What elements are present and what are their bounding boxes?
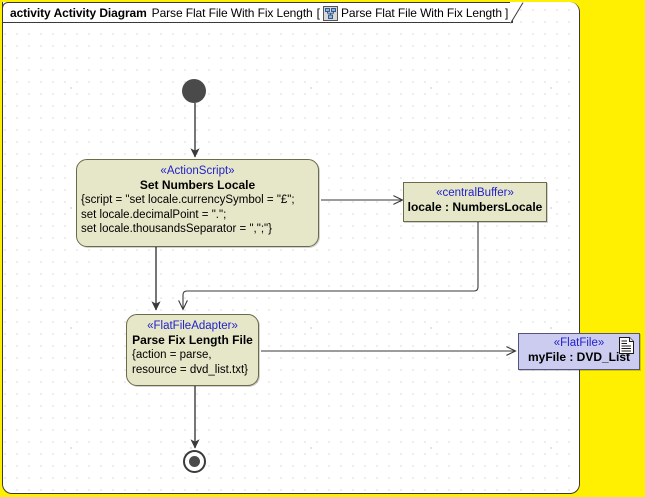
- diagram-kind: Activity Diagram: [53, 5, 147, 20]
- edges-layer: [151, 103, 479, 449]
- activity-final-node-dot: [189, 456, 200, 467]
- node-body-line-2: set locale.decimalPoint = ".";: [81, 208, 227, 221]
- action-node-set-numbers-locale[interactable]: «ActionScript» Set Numbers Locale {scrip…: [76, 159, 319, 247]
- bracket-open: [: [316, 5, 320, 20]
- node-body-line-3: set locale.thousandsSeparator = ",";"}: [81, 223, 272, 235]
- initial-node[interactable]: [182, 79, 206, 103]
- tab-angled-cut: [510, 2, 524, 24]
- node-body-line-1: {script = "set locale.currencySymbol = "…: [81, 194, 295, 206]
- diagram-keyword: activity: [10, 5, 51, 20]
- document-icon: [619, 337, 634, 354]
- stereotype-actionscript: «ActionScript»: [160, 165, 235, 177]
- diagram-title-tab[interactable]: activity Activity Diagram Parse Flat Fil…: [2, 2, 524, 24]
- bracket-close: ]: [504, 5, 509, 20]
- activity-diagram-icon: [322, 6, 338, 21]
- activity-diagram-frame: [2, 2, 580, 494]
- action-node-parse-fix-length-file[interactable]: «FlatFileAdapter» Parse Fix Length File …: [126, 314, 259, 386]
- dotted-grid-background: [3, 2, 579, 493]
- node-title-parse-fix-length-file: Parse Fix Length File: [132, 333, 253, 347]
- node-body-resource-line: resource = dvd_list.txt}: [132, 363, 249, 376]
- stereotype-centralbuffer: «centralBuffer»: [436, 187, 514, 199]
- object-node-central-buffer[interactable]: «centralBuffer» locale : NumbersLocale: [403, 182, 547, 222]
- diagram-name: Parse Flat File With Fix Length: [151, 5, 313, 20]
- node-title-set-numbers-locale: Set Numbers Locale: [139, 178, 256, 192]
- node-body-action-line: {action = parse,: [132, 349, 212, 361]
- object-node-my-file[interactable]: «FlatFile» myFile : DVD_List: [518, 333, 640, 370]
- activity-final-node[interactable]: [183, 450, 206, 473]
- diagram-inner-name: Parse Flat File With Fix Length: [340, 5, 502, 20]
- stereotype-flatfileadapter: «FlatFileAdapter»: [147, 320, 238, 332]
- node-title-central-buffer: locale : NumbersLocale: [407, 200, 543, 214]
